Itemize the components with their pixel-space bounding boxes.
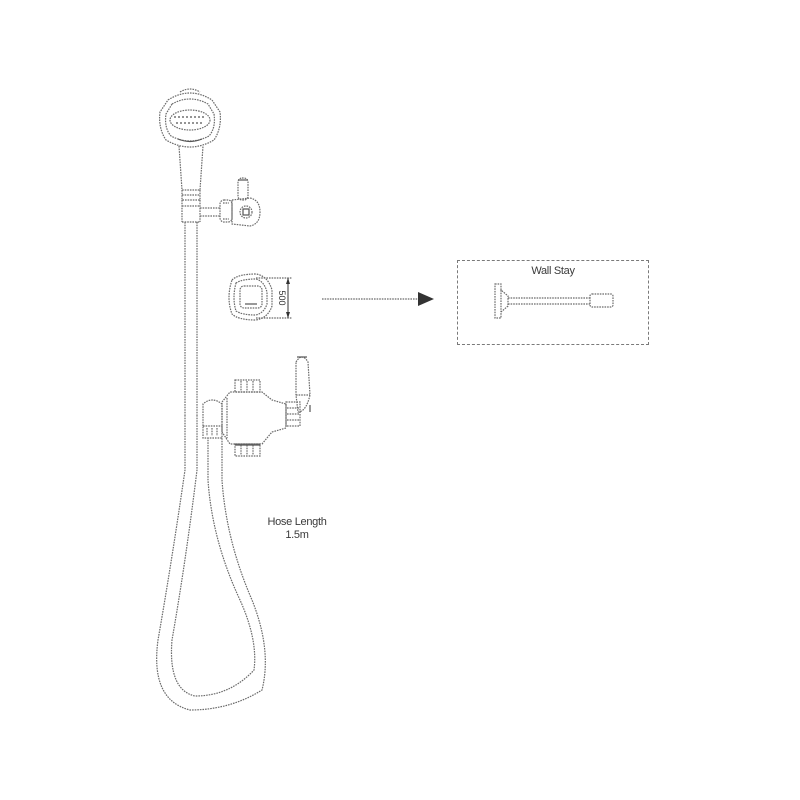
- wall-bracket-icon: [200, 177, 261, 227]
- hose-icon: [156, 415, 266, 711]
- riser-rail-icon: [181, 200, 201, 415]
- thermostatic-valve-icon: [202, 356, 311, 457]
- hose-length-title: Hose Length: [267, 516, 327, 528]
- handset-handle-icon: [178, 145, 204, 201]
- wall-plate-icon: [228, 273, 292, 321]
- dimension-label: 500: [277, 290, 287, 305]
- wall-stay-detail-box: [457, 260, 649, 345]
- shower-head-icon: [159, 88, 221, 148]
- hose-length-value: 1.5m: [285, 529, 309, 541]
- arrow-right-icon: [322, 292, 434, 306]
- wall-stay-title: Wall Stay: [531, 265, 575, 277]
- hose-length-label: Hose Length 1.5m: [252, 516, 342, 542]
- wall-stay-icon: [494, 283, 614, 319]
